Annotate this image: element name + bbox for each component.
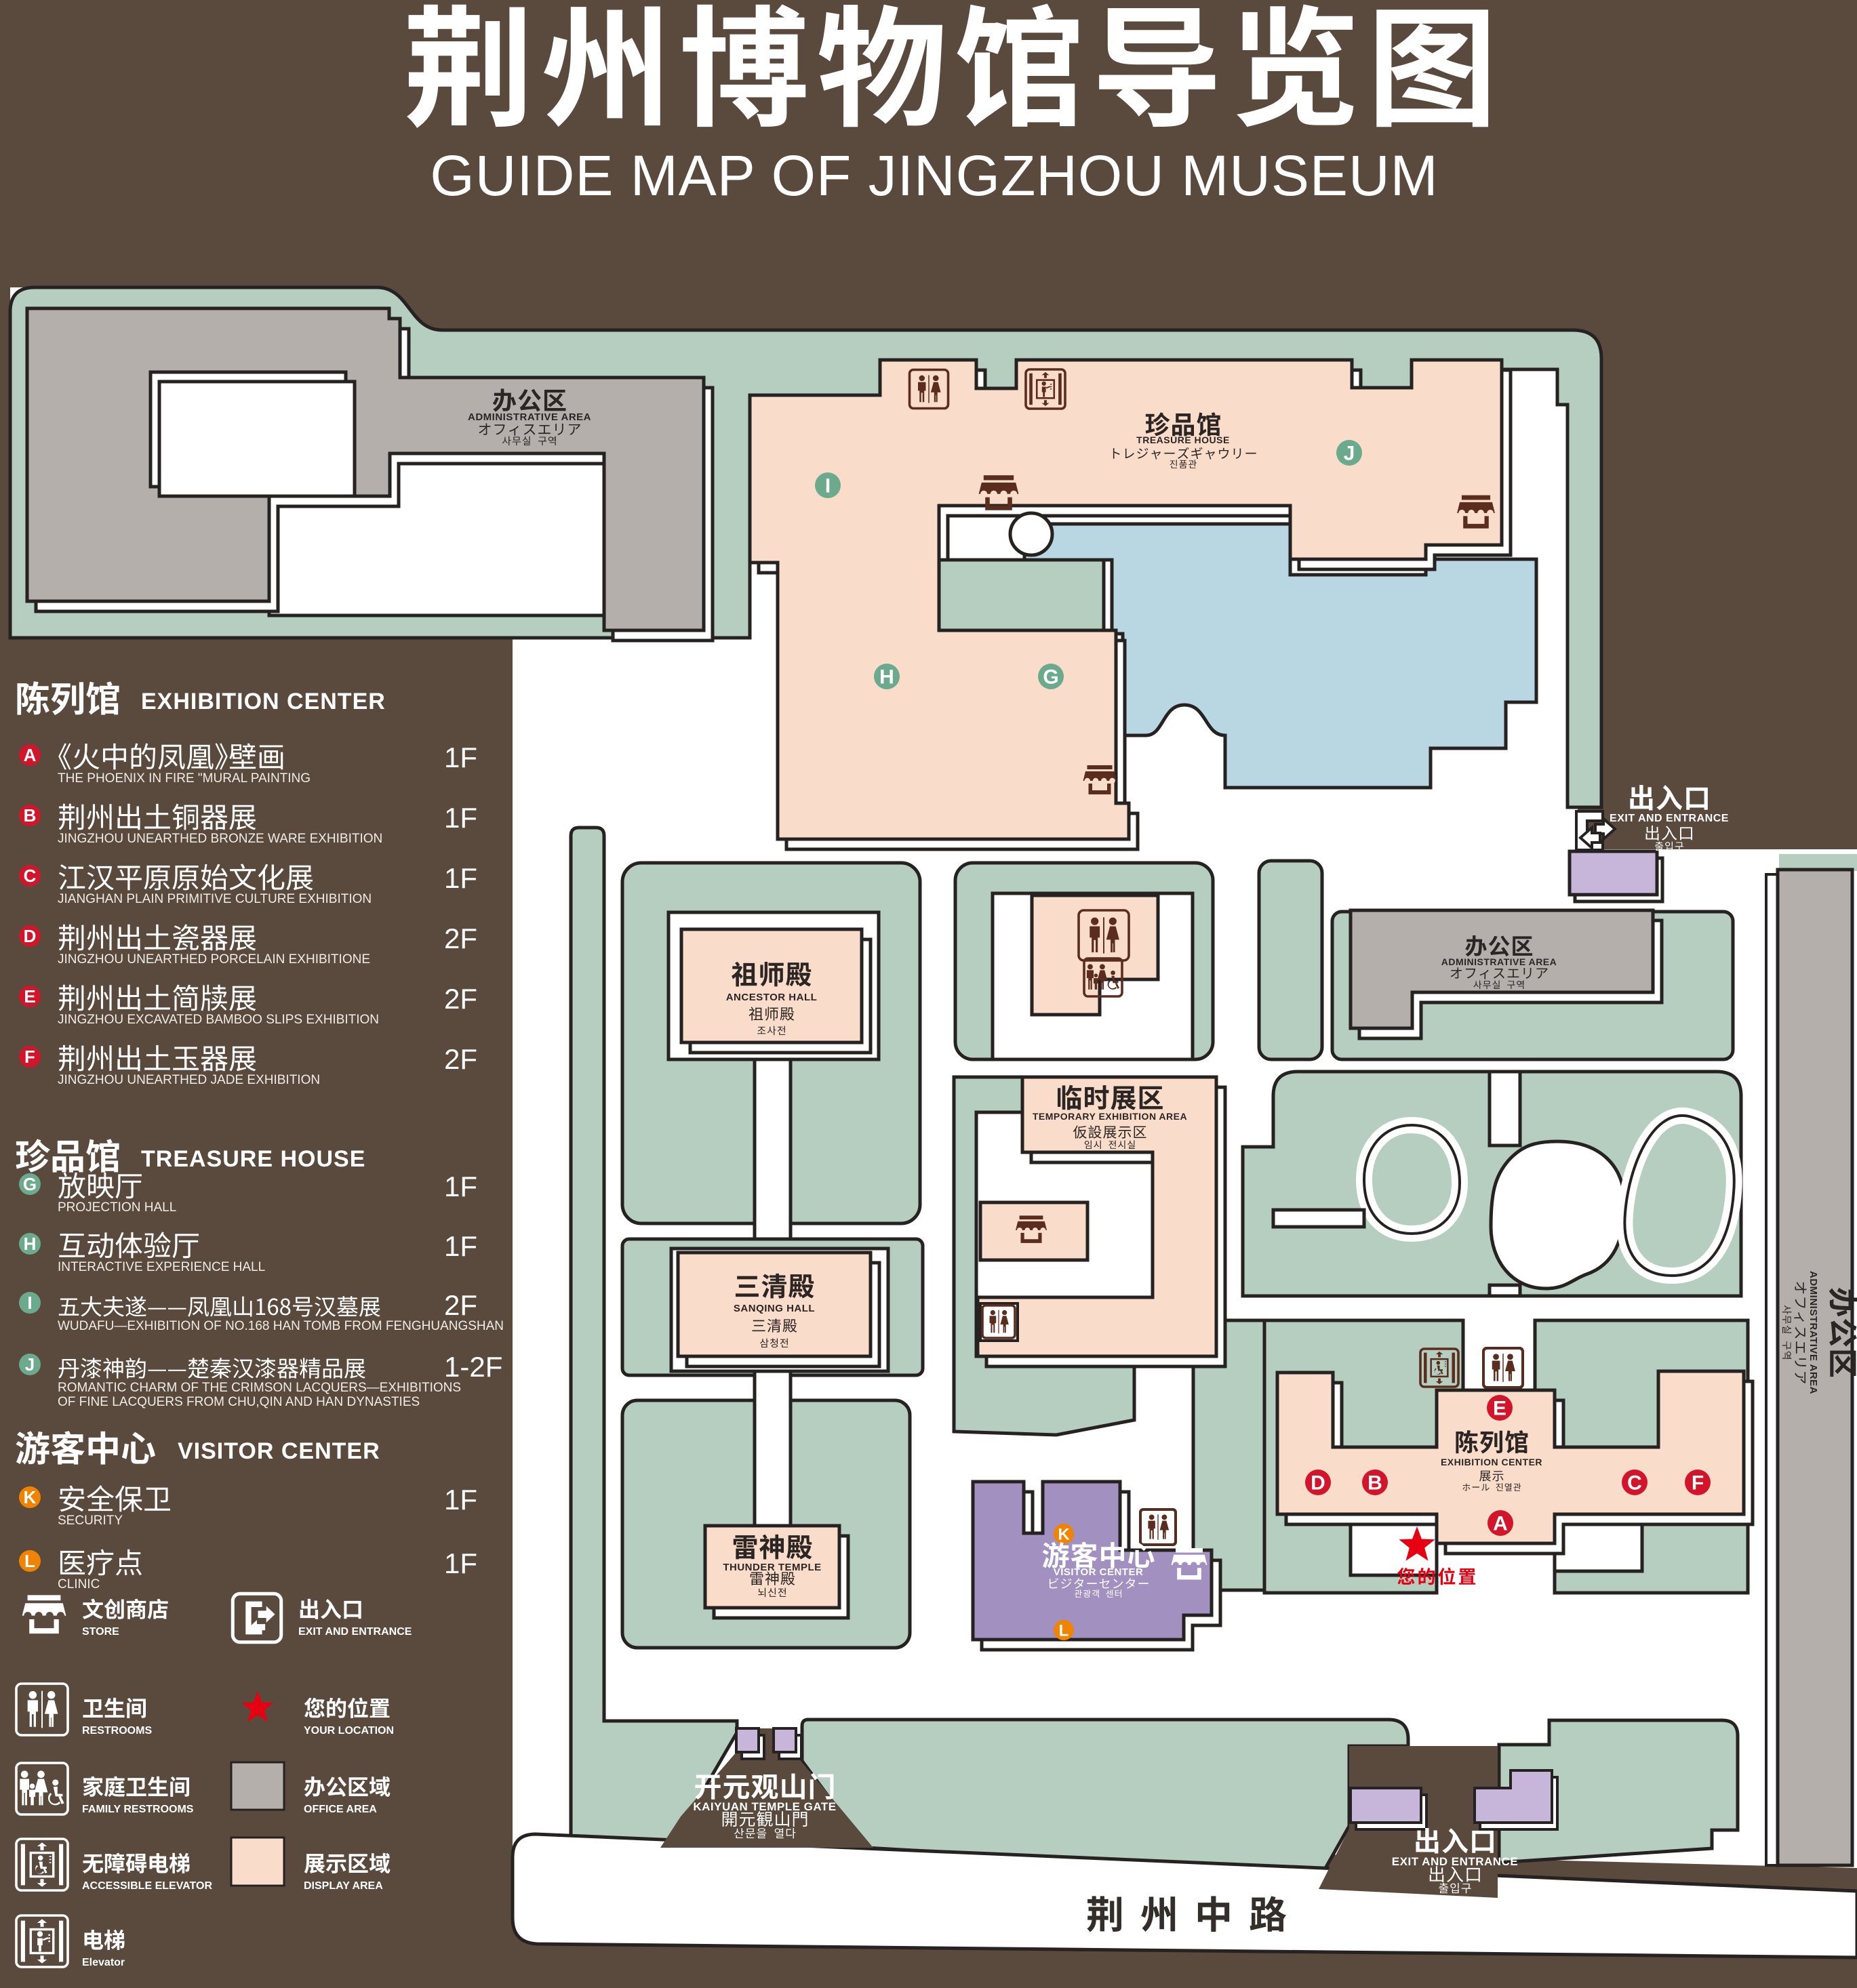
svg-text:ADMINISTRATIVE AREA: ADMINISTRATIVE AREA xyxy=(468,411,591,423)
svg-text:K: K xyxy=(1058,1525,1070,1543)
svg-text:Elevator: Elevator xyxy=(82,1957,125,1968)
svg-text:ROMANTIC CHARM OF THE CRIMSON: ROMANTIC CHARM OF THE CRIMSON LACQUERS—E… xyxy=(58,1381,461,1395)
svg-text:F: F xyxy=(1692,1472,1704,1495)
svg-text:VISITOR CENTER: VISITOR CENTER xyxy=(178,1438,380,1464)
svg-text:H: H xyxy=(24,1234,37,1254)
svg-text:C: C xyxy=(1627,1472,1642,1495)
svg-text:I: I xyxy=(825,475,831,498)
svg-text:B: B xyxy=(1367,1472,1382,1495)
svg-text:RESTROOMS: RESTROOMS xyxy=(82,1725,152,1737)
svg-text:TEMPORARY EXHIBITION AREA: TEMPORARY EXHIBITION AREA xyxy=(1033,1111,1187,1122)
svg-text:2F: 2F xyxy=(444,922,477,954)
svg-text:1F: 1F xyxy=(444,1484,477,1516)
svg-text:OF FINE LACQUERS FROM CHU,QIN: OF FINE LACQUERS FROM CHU,QIN AND HAN DY… xyxy=(58,1395,420,1409)
svg-text:B: B xyxy=(24,805,37,826)
svg-text:D: D xyxy=(1311,1472,1325,1495)
svg-text:C: C xyxy=(24,866,37,886)
svg-text:2F: 2F xyxy=(444,983,477,1015)
svg-text:1F: 1F xyxy=(444,1230,477,1262)
svg-text:G: G xyxy=(1043,666,1058,689)
svg-text:2F: 2F xyxy=(444,1289,477,1321)
svg-text:TREASURE HOUSE: TREASURE HOUSE xyxy=(141,1146,365,1172)
svg-text:ADMINISTRATIVE AREA: ADMINISTRATIVE AREA xyxy=(1441,956,1557,967)
svg-text:E: E xyxy=(24,986,35,1007)
svg-text:JINGZHOU EXCAVATED BAMBOO SLIP: JINGZHOU EXCAVATED BAMBOO SLIPS EXHIBITI… xyxy=(58,1013,379,1027)
svg-text:JINGZHOU UNEARTHED PORCELAIN E: JINGZHOU UNEARTHED PORCELAIN EXHIBITIONE xyxy=(58,952,370,967)
svg-text:STORE: STORE xyxy=(82,1626,119,1638)
svg-text:WUDAFU—EXHIBITION OF NO.168 HA: WUDAFU—EXHIBITION OF NO.168 HAN TOMB FRO… xyxy=(58,1319,504,1333)
svg-text:G: G xyxy=(23,1174,37,1194)
svg-text:A: A xyxy=(1493,1513,1508,1535)
svg-text:THE PHOENIX IN FIRE "MURAL PAI: THE PHOENIX IN FIRE "MURAL PAINTING xyxy=(58,771,311,786)
svg-text:J: J xyxy=(1344,443,1355,465)
svg-text:1F: 1F xyxy=(444,1171,477,1202)
svg-text:OFFICE AREA: OFFICE AREA xyxy=(304,1804,377,1815)
svg-text:GUIDE MAP OF JINGZHOU MUSEUM: GUIDE MAP OF JINGZHOU MUSEUM xyxy=(430,144,1438,207)
svg-text:THUNDER TEMPLE: THUNDER TEMPLE xyxy=(723,1562,821,1573)
svg-text:1F: 1F xyxy=(444,862,477,894)
svg-text:J: J xyxy=(25,1354,35,1375)
svg-text:ADMINISTRATIVE AREA: ADMINISTRATIVE AREA xyxy=(1808,1271,1819,1394)
svg-text:ANCESTOR HALL: ANCESTOR HALL xyxy=(726,992,818,1003)
svg-text:L: L xyxy=(24,1551,35,1571)
svg-text:SANQING HALL: SANQING HALL xyxy=(734,1303,815,1314)
svg-text:EXHIBITION CENTER: EXHIBITION CENTER xyxy=(1441,1457,1542,1467)
svg-text:FAMILY RESTROOMS: FAMILY RESTROOMS xyxy=(82,1804,194,1815)
svg-text:H: H xyxy=(879,666,894,689)
svg-text:EXIT AND ENTRANCE: EXIT AND ENTRANCE xyxy=(298,1626,412,1638)
svg-text:SECURITY: SECURITY xyxy=(58,1514,123,1528)
svg-text:TREASURE HOUSE: TREASURE HOUSE xyxy=(1136,434,1230,445)
svg-text:ACCESSIBLE ELEVATOR: ACCESSIBLE ELEVATOR xyxy=(82,1880,212,1892)
svg-text:JIANGHAN PLAIN PRIMITIVE CULTU: JIANGHAN PLAIN PRIMITIVE CULTURE EXHIBIT… xyxy=(58,892,372,906)
svg-text:1-2F: 1-2F xyxy=(444,1351,502,1383)
svg-text:I: I xyxy=(27,1293,32,1313)
svg-text:2F: 2F xyxy=(444,1043,477,1075)
svg-text:EXIT AND ENTRANCE: EXIT AND ENTRANCE xyxy=(1392,1855,1518,1868)
svg-text:E: E xyxy=(1493,1398,1506,1420)
svg-text:L: L xyxy=(1059,1621,1069,1640)
svg-text:1F: 1F xyxy=(444,802,477,834)
svg-text:YOUR LOCATION: YOUR LOCATION xyxy=(304,1725,394,1737)
svg-text:K: K xyxy=(24,1487,37,1507)
svg-text:JINGZHOU UNEARTHED BRONZE WARE: JINGZHOU UNEARTHED BRONZE WARE EXHIBITIO… xyxy=(58,832,382,846)
svg-text:EXHIBITION CENTER: EXHIBITION CENTER xyxy=(141,689,386,714)
svg-text:D: D xyxy=(24,926,37,946)
svg-text:1F: 1F xyxy=(444,742,477,773)
svg-text:F: F xyxy=(24,1047,35,1067)
svg-text:A: A xyxy=(24,745,37,765)
svg-text:INTERACTIVE EXPERIENCE HALL: INTERACTIVE EXPERIENCE HALL xyxy=(58,1260,265,1274)
svg-text:PROJECTION HALL: PROJECTION HALL xyxy=(58,1200,176,1215)
svg-text:EXIT AND ENTRANCE: EXIT AND ENTRANCE xyxy=(1610,813,1729,824)
svg-text:CLINIC: CLINIC xyxy=(58,1577,100,1591)
svg-text:DISPLAY AREA: DISPLAY AREA xyxy=(304,1880,383,1892)
svg-text:VISITOR CENTER: VISITOR CENTER xyxy=(1054,1566,1144,1578)
svg-text:1F: 1F xyxy=(444,1547,477,1579)
svg-text:JINGZHOU UNEARTHED JADE EXHIBI: JINGZHOU UNEARTHED JADE EXHIBITION xyxy=(58,1073,320,1087)
svg-text:KAIYUAN TEMPLE GATE: KAIYUAN TEMPLE GATE xyxy=(693,1800,836,1813)
